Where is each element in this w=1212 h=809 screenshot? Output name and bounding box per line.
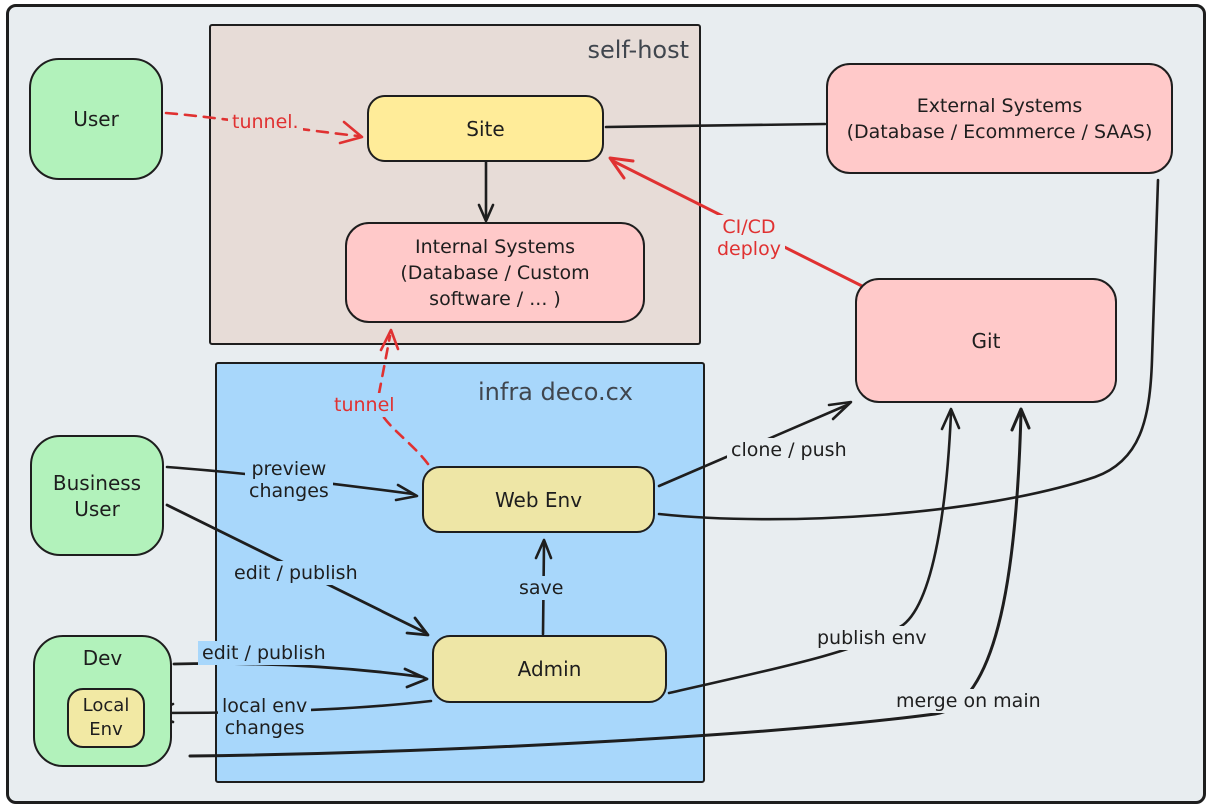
node-internal-systems: Internal Systems (Database / Custom soft… (345, 222, 645, 323)
node-admin: Admin (432, 635, 667, 703)
node-web-env-label: Web Env (494, 487, 583, 512)
edge-tunnel-user-site-arrowhead (338, 120, 364, 145)
edge-site-internal-arrowhead (477, 203, 495, 223)
edge-tunnel-user-site (164, 111, 360, 138)
node-dev-label: Dev (82, 646, 123, 670)
node-internal-systems-line1: Internal Systems (414, 235, 575, 258)
edge-site-external (604, 122, 827, 129)
edge-webenv-external (657, 178, 1160, 521)
edge-admin-webenv-save-arrowhead (534, 538, 553, 560)
node-business-user: Business User (30, 435, 164, 556)
node-web-env: Web Env (422, 466, 655, 533)
node-business-user-line2: User (74, 496, 120, 521)
label-cicd-line2: deploy (717, 238, 781, 260)
node-local-env: Local Env (67, 688, 145, 748)
edge-business-admin-arrowhead (405, 616, 430, 637)
node-local-env-line1: Local (82, 695, 130, 716)
label-preview-line2: changes (249, 480, 329, 502)
node-business-user-line1: Business (52, 470, 142, 495)
label-clone-push: clone / push (727, 438, 851, 462)
node-user-label: User (73, 107, 119, 131)
label-cicd-line1: CI/CD (722, 216, 776, 238)
node-user: User (29, 58, 163, 180)
edge-dev-admin (172, 662, 425, 679)
label-publish-env: publish env (813, 626, 931, 650)
node-external-systems: External Systems (Database / Ecommerce /… (826, 63, 1173, 174)
edge-admin-git-publish-arrowhead (940, 407, 961, 431)
edge-business-webenv-arrowhead (394, 483, 419, 502)
edge-localenv-git-merge (188, 411, 1023, 758)
self-host-label: self-host (587, 36, 689, 64)
label-edit-publish-business: edit / publish (230, 561, 362, 585)
edge-admin-localenv (155, 699, 433, 715)
label-preview-changes: preview changes (245, 457, 333, 503)
edge-localenv-git-merge-arrowhead (1010, 407, 1031, 432)
label-tunnel-user: tunnel. (228, 110, 303, 134)
node-git-label: Git (971, 328, 1001, 353)
node-admin-label: Admin (517, 657, 582, 681)
label-local-env-changes-line2: changes (224, 717, 305, 739)
node-git: Git (855, 278, 1117, 403)
edge-tunnel-webenv-internal-arrowhead (379, 328, 400, 352)
edge-dev-admin-arrowhead (403, 667, 429, 689)
node-external-systems-line2: (Database / Ecommerce / SAAS) (846, 120, 1153, 143)
node-site-label: Site (466, 116, 505, 141)
label-merge-on-main: merge on main (892, 689, 1045, 713)
label-local-env-changes-line1: local env (222, 695, 308, 717)
node-site: Site (367, 95, 604, 162)
node-internal-systems-line3: software / ... ) (429, 287, 561, 310)
infra-deco-label: infra deco.cx (477, 378, 633, 406)
label-tunnel-web: tunnel (330, 393, 399, 417)
node-local-env-line2: Env (89, 719, 123, 740)
edge-git-site-cicd-arrowhead (608, 156, 635, 180)
label-local-env-changes: local env changes (218, 694, 312, 740)
node-external-systems-line1: External Systems (916, 94, 1083, 117)
label-preview-line1: preview (251, 458, 327, 480)
edge-admin-git-publish (667, 411, 953, 695)
label-cicd-deploy: CI/CD deploy (713, 215, 785, 261)
edge-webenv-git-arrowhead (827, 400, 853, 421)
node-internal-systems-line2: (Database / Custom (400, 261, 590, 284)
label-save: save (515, 576, 568, 600)
label-edit-publish-dev: edit / publish (198, 641, 330, 665)
